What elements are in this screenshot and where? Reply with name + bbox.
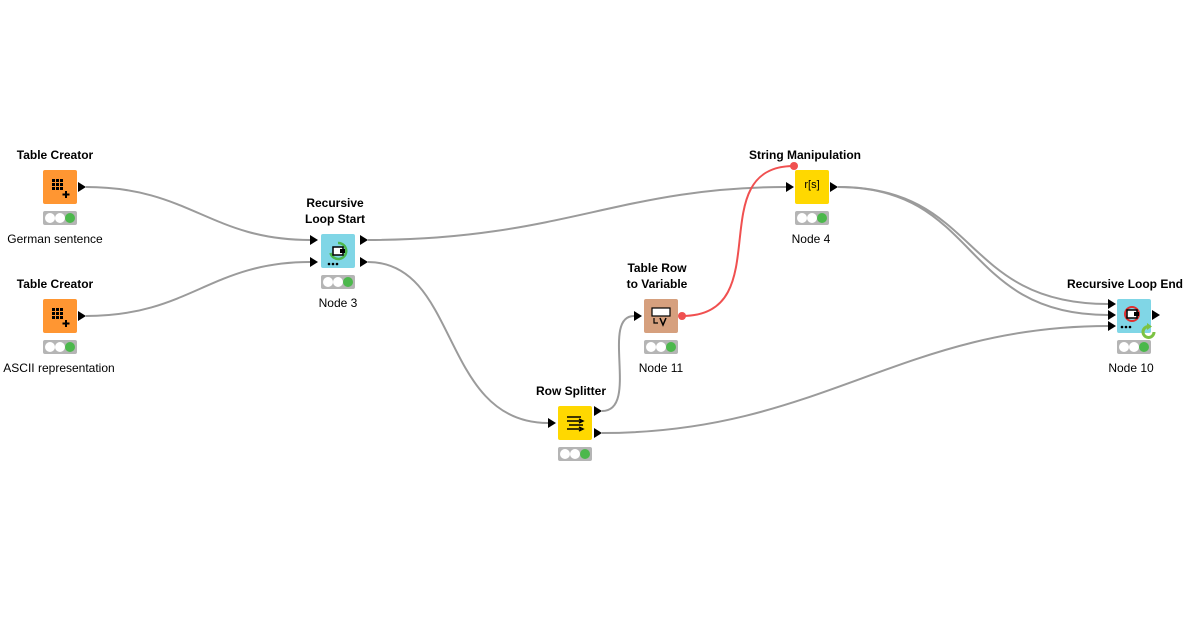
row-splitter-in-port[interactable] (548, 418, 556, 428)
node-title-string-manipulation: String Manipulation (749, 148, 861, 162)
node-row-splitter[interactable] (558, 406, 592, 440)
status-yellow-off (807, 213, 817, 223)
status-yellow-off (55, 213, 65, 223)
wire-loop-start-to-string-manipulation[interactable] (367, 186, 787, 241)
loop-end-icon (1120, 306, 1140, 329)
flow-variable-wire[interactable] (681, 165, 795, 317)
status-indicator (1117, 340, 1151, 354)
loop-start-in-port-2[interactable] (310, 257, 318, 267)
node-string-manipulation[interactable]: r[s] (795, 170, 829, 204)
loop-end-in-port-3[interactable] (1108, 321, 1116, 331)
status-green-on (65, 342, 75, 352)
loop-end-in-port-1[interactable] (1108, 299, 1116, 309)
loop-start-icon (327, 241, 348, 266)
node-label[interactable]: Node 3 (318, 296, 358, 310)
status-yellow-off (333, 277, 343, 287)
status-green-on (343, 277, 353, 287)
string-manipulation-icon: r[s] (804, 179, 820, 191)
loop-end-in-port-2[interactable] (1108, 310, 1116, 320)
status-red-off (646, 342, 656, 352)
wire-tc2-to-loop-start[interactable] (85, 261, 311, 317)
sm-in-port[interactable] (786, 182, 794, 192)
node-recursive-loop-start[interactable] (321, 234, 355, 268)
node-label[interactable]: Node 4 (791, 232, 831, 246)
status-indicator (558, 447, 592, 461)
tc2-out-port[interactable] (78, 311, 86, 321)
sm-out-port[interactable] (830, 182, 838, 192)
loop-start-in-port-1[interactable] (310, 235, 318, 245)
status-red-off (323, 277, 333, 287)
loop-start-out-port-1[interactable] (360, 235, 368, 245)
row-splitter-out-port-1[interactable] (594, 406, 602, 416)
node-title-recursive-loop-end: Recursive Loop End (1066, 277, 1184, 291)
status-green-on (65, 213, 75, 223)
status-red-off (45, 342, 55, 352)
node-label[interactable]: German sentence (7, 232, 103, 246)
tc1-out-port[interactable] (78, 182, 86, 192)
node-table-creator-1[interactable] (43, 170, 77, 204)
table-row-to-variable-icon (651, 307, 671, 327)
wire-tc1-to-loop-start[interactable] (85, 186, 311, 241)
status-indicator (321, 275, 355, 289)
table-creator-icon (52, 179, 70, 198)
loop-end-out-port[interactable] (1152, 310, 1160, 320)
wire-string-manipulation-to-loop-end-2[interactable] (837, 186, 1109, 316)
status-green-on (580, 449, 590, 459)
status-yellow-off (570, 449, 580, 459)
status-yellow-off (1129, 342, 1139, 352)
status-indicator (43, 211, 77, 225)
status-red-off (560, 449, 570, 459)
loop-start-out-port-2[interactable] (360, 257, 368, 267)
status-green-on (1139, 342, 1149, 352)
flow-variable-out-port[interactable] (678, 312, 686, 320)
node-table-row-to-variable[interactable] (644, 299, 678, 333)
wire-row-splitter-to-loop-end[interactable] (601, 325, 1109, 434)
wire-loop-start-to-row-splitter[interactable] (367, 261, 549, 424)
status-indicator (43, 340, 77, 354)
status-red-off (1119, 342, 1129, 352)
status-yellow-off (55, 342, 65, 352)
status-green-on (666, 342, 676, 352)
trv-in-port[interactable] (634, 311, 642, 321)
node-title-recursive-loop-start: Recursive Loop Start (305, 196, 365, 226)
status-red-off (45, 213, 55, 223)
node-table-creator-2[interactable] (43, 299, 77, 333)
node-title-row-splitter: Row Splitter (535, 384, 606, 398)
node-title-table-row-to-variable: Table Row to Variable (626, 261, 688, 291)
node-label[interactable]: ASCII representation (3, 361, 115, 375)
node-label[interactable]: Node 11 (638, 361, 684, 375)
status-red-off (797, 213, 807, 223)
row-splitter-out-port-2[interactable] (594, 428, 602, 438)
row-splitter-icon (567, 416, 585, 432)
status-indicator (795, 211, 829, 225)
status-indicator (644, 340, 678, 354)
loop-restart-icon (1141, 323, 1156, 339)
node-label[interactable]: Node 10 (1108, 361, 1154, 375)
status-green-on (817, 213, 827, 223)
node-title-table-creator-2: Table Creator (16, 277, 94, 291)
node-title-table-creator-1: Table Creator (16, 148, 94, 162)
flow-variable-in-port[interactable] (790, 162, 798, 170)
status-yellow-off (656, 342, 666, 352)
table-creator-icon (52, 308, 70, 327)
wire-row-splitter-to-table-row-to-variable[interactable] (601, 315, 635, 412)
